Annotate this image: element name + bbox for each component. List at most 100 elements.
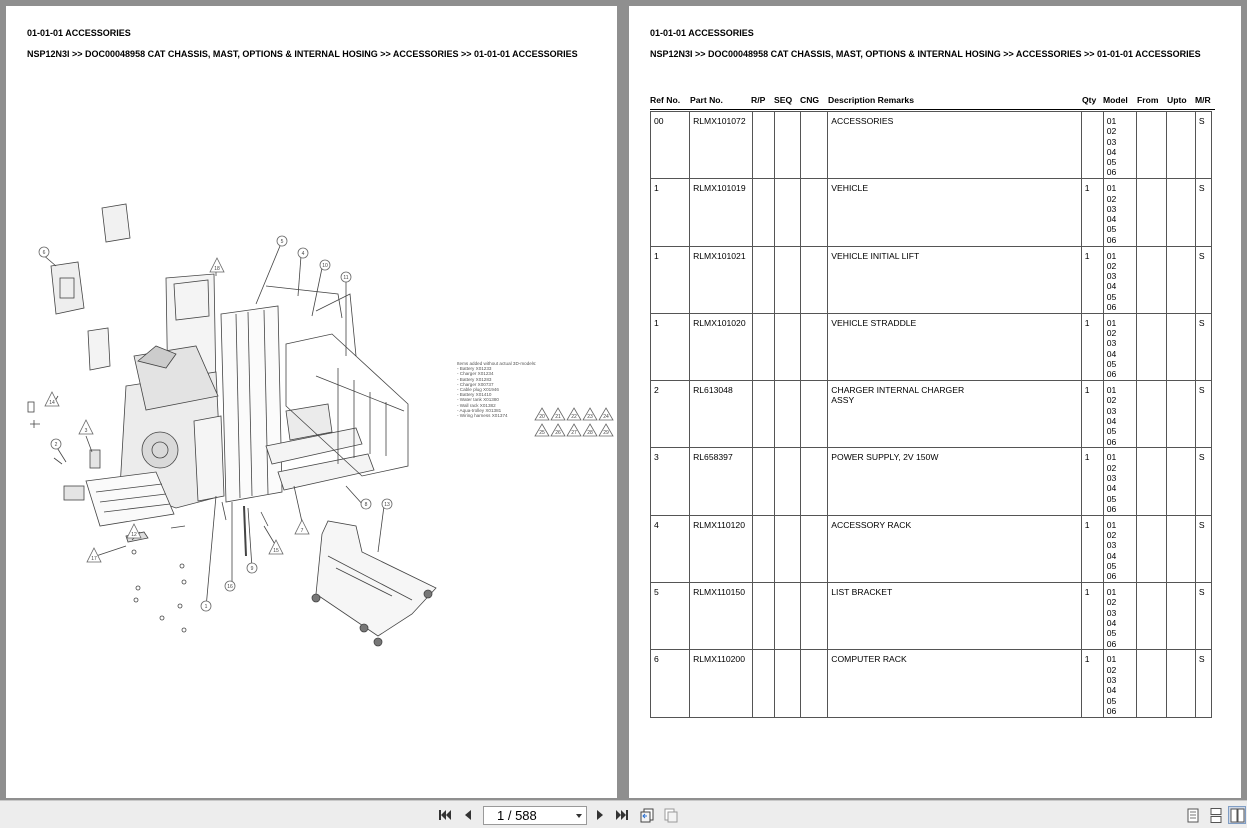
model-code: 05 <box>1106 695 1117 706</box>
upto-cell <box>1165 245 1196 314</box>
model-code: 01 <box>1106 385 1117 396</box>
upto-cell <box>1165 110 1196 180</box>
seq-cell <box>774 110 802 180</box>
qty-cell: 1 <box>1080 312 1104 382</box>
breadcrumb: NSP12N3I >> DOC00048958 CAT CHASSIS, MAS… <box>650 49 1201 59</box>
qty-cell: 1 <box>1080 178 1104 247</box>
page-title: 01-01-01 ACCESSORIES <box>650 28 754 38</box>
cng-cell <box>800 649 829 718</box>
svg-text:20: 20 <box>539 414 545 420</box>
svg-text:5: 5 <box>281 239 284 245</box>
diagram-notes: Items added without actual 3D-models: - … <box>457 361 537 419</box>
single-page-icon[interactable] <box>1185 807 1201 823</box>
seq-cell <box>774 380 802 449</box>
mr-cell: S <box>1194 582 1213 651</box>
facing-pages-icon[interactable] <box>1228 806 1246 824</box>
from-cell <box>1135 582 1167 651</box>
col-desc: Description Remarks <box>828 95 914 105</box>
model-code: 06 <box>1106 571 1117 582</box>
next-page-icon[interactable] <box>592 807 608 823</box>
from-cell <box>1135 110 1167 180</box>
model-code: 02 <box>1106 328 1117 339</box>
col-upto: Upto <box>1167 95 1187 105</box>
rp-cell <box>752 514 776 584</box>
upto-cell <box>1165 514 1196 584</box>
model-code: 04 <box>1106 483 1117 494</box>
first-page-icon[interactable] <box>437 807 453 823</box>
rp-cell <box>752 178 776 247</box>
mr-cell: S <box>1194 312 1213 382</box>
seq-cell <box>774 312 802 382</box>
ref-cell: 3 <box>649 447 691 516</box>
model-code: 04 <box>1106 617 1117 628</box>
ref-cell: 4 <box>649 514 691 584</box>
svg-text:7: 7 <box>301 528 304 534</box>
seq-cell <box>774 582 802 651</box>
svg-text:17: 17 <box>91 556 97 562</box>
model-code: 06 <box>1106 705 1117 716</box>
model-code: 04 <box>1106 416 1117 427</box>
cng-cell <box>800 178 829 247</box>
model-code: 06 <box>1106 369 1117 380</box>
model-code: 06 <box>1106 167 1117 178</box>
svg-text:24: 24 <box>603 414 609 420</box>
mr-cell: S <box>1194 245 1213 314</box>
prev-page-icon[interactable] <box>460 807 476 823</box>
model-code: 01 <box>1106 452 1117 463</box>
last-page-icon[interactable] <box>614 807 630 823</box>
model-code: 03 <box>1106 338 1117 349</box>
page-number-select[interactable]: 1 / 588 <box>483 806 587 825</box>
qty-cell: 1 <box>1080 380 1104 449</box>
svg-text:15: 15 <box>273 548 279 554</box>
continuous-icon[interactable] <box>1208 807 1224 823</box>
upto-cell <box>1165 582 1196 651</box>
part-cell: RL613048 <box>689 380 754 449</box>
svg-text:29: 29 <box>603 430 609 436</box>
cng-cell <box>800 312 829 382</box>
col-ref: Ref No. <box>650 95 681 105</box>
part-cell: RLMX110200 <box>689 649 754 718</box>
from-cell <box>1135 514 1167 584</box>
cng-cell <box>800 582 829 651</box>
rp-cell <box>752 110 776 180</box>
qty-cell <box>1080 110 1104 180</box>
part-cell: RLMX101021 <box>689 245 754 314</box>
desc-cell: COMPUTER RACK <box>827 649 1082 718</box>
mr-cell: S <box>1194 447 1213 516</box>
model-code: 05 <box>1106 493 1117 504</box>
model-code: 03 <box>1106 607 1117 618</box>
model-code: 02 <box>1106 193 1117 204</box>
svg-text:4: 4 <box>302 251 305 257</box>
ref-cell: 00 <box>649 110 691 180</box>
from-cell <box>1135 447 1167 516</box>
part-cell: RLMX110120 <box>689 514 754 584</box>
page-title: 01-01-01 ACCESSORIES <box>27 28 131 38</box>
model-code: 04 <box>1106 348 1117 359</box>
ref-cell: 2 <box>649 380 691 449</box>
model-code: 01 <box>1106 183 1117 194</box>
desc-cell: VEHICLE STRADDLE <box>827 312 1082 382</box>
cng-cell <box>800 514 829 584</box>
model-code: 02 <box>1106 260 1117 271</box>
model-code: 01 <box>1106 250 1117 261</box>
part-cell: RLMX110150 <box>689 582 754 651</box>
part-cell: RLMX101020 <box>689 312 754 382</box>
prev-view-icon[interactable] <box>639 807 655 823</box>
upto-cell <box>1165 447 1196 516</box>
model-code: 05 <box>1106 224 1117 235</box>
svg-text:23: 23 <box>587 414 593 420</box>
next-view-icon[interactable] <box>663 807 679 823</box>
from-cell <box>1135 245 1167 314</box>
